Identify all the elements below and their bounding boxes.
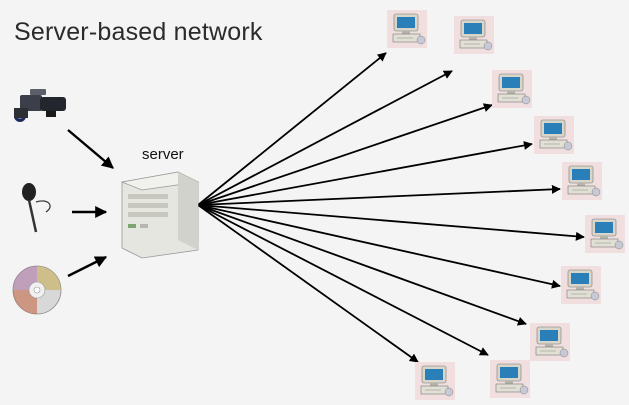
desktop-computer-icon bbox=[561, 161, 603, 201]
source-arrows bbox=[67, 129, 114, 278]
desktop-computer-icon bbox=[453, 15, 495, 55]
video-camera-icon bbox=[14, 89, 66, 122]
desktop-computer-icon bbox=[533, 115, 575, 155]
connection-arrows bbox=[197, 52, 585, 363]
client-computers bbox=[386, 9, 626, 401]
server-tower-icon bbox=[120, 171, 200, 259]
microphone-icon bbox=[22, 183, 51, 233]
desktop-computer-icon bbox=[584, 214, 626, 254]
server-label: server bbox=[142, 146, 184, 163]
desktop-computer-icon bbox=[560, 265, 602, 305]
cd-disc-icon bbox=[12, 265, 62, 315]
desktop-computer-icon bbox=[491, 69, 533, 109]
desktop-computer-icon bbox=[489, 359, 531, 399]
desktop-computer-icon bbox=[529, 322, 571, 362]
desktop-computer-icon bbox=[414, 361, 456, 401]
desktop-computer-icon bbox=[386, 9, 428, 49]
diagram-title: Server-based network bbox=[14, 18, 263, 46]
